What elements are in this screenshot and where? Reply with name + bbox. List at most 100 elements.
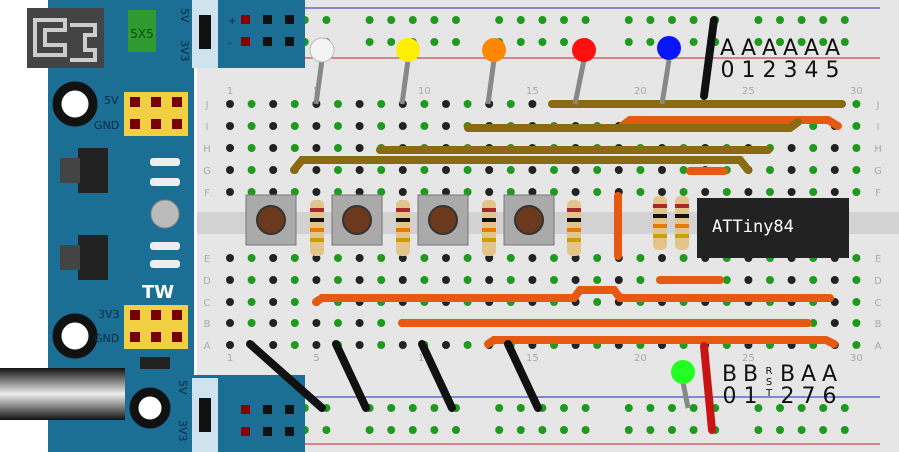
breadboard-hole[interactable] [550,254,558,262]
breadboard-hole[interactable] [334,100,342,108]
breadboard-hole[interactable] [334,144,342,152]
breadboard-hole[interactable] [463,100,472,108]
breadboard-hole[interactable] [226,100,234,108]
rail-hole[interactable] [495,16,504,24]
rail-hole[interactable] [840,404,849,412]
breadboard-hole[interactable] [787,166,796,174]
rail-hole[interactable] [581,426,590,434]
wire-black[interactable] [246,340,326,412]
breadboard-hole[interactable] [312,144,321,152]
breadboard-hole[interactable] [442,122,450,130]
breadboard-hole[interactable] [636,254,645,262]
breadboard-hole[interactable] [679,254,688,262]
wire-brown[interactable] [464,118,802,132]
breadboard-hole[interactable] [247,166,256,174]
rail-hole[interactable] [516,38,525,46]
breadboard-hole[interactable] [290,341,299,349]
breadboard-hole[interactable] [528,100,537,108]
wire-black[interactable] [418,340,456,412]
breadboard-hole[interactable] [269,166,278,174]
rail-hole[interactable] [668,426,676,434]
breadboard-hole[interactable] [442,341,450,349]
rail-hole[interactable] [668,16,676,24]
breadboard-hole[interactable] [658,254,666,262]
breadboard-hole[interactable] [593,276,602,284]
breadboard-hole[interactable] [679,166,688,174]
breadboard-hole[interactable] [312,319,321,327]
pushbutton[interactable] [417,194,469,246]
breadboard-hole[interactable] [636,166,645,174]
breadboard-hole[interactable] [679,188,688,196]
breadboard-hole[interactable] [744,188,753,196]
breadboard-hole[interactable] [766,276,774,284]
rail-hole[interactable] [581,16,590,24]
breadboard-hole[interactable] [226,254,234,262]
breadboard-hole[interactable] [528,166,537,174]
rail-hole[interactable] [560,38,568,46]
breadboard-hole[interactable] [593,188,602,196]
breadboard-hole[interactable] [571,276,580,284]
breadboard-hole[interactable] [830,144,839,152]
breadboard-hole[interactable] [312,341,321,349]
rail-hole[interactable] [365,426,374,434]
rail-hole[interactable] [646,426,655,434]
breadboard-hole[interactable] [247,188,256,196]
rail-hole[interactable] [560,404,568,412]
wire-orange[interactable] [484,336,838,348]
breadboard-hole[interactable] [809,188,818,196]
breadboard-hole[interactable] [269,188,278,196]
rail-hole[interactable] [452,38,460,46]
rail-hole[interactable] [840,16,849,24]
breadboard-hole[interactable] [852,254,861,262]
breadboard-hole[interactable] [550,166,558,174]
breadboard-hole[interactable] [226,276,234,284]
breadboard-hole[interactable] [830,166,839,174]
breadboard-hole[interactable] [614,276,623,284]
rail-hole[interactable] [624,404,633,412]
breadboard-hole[interactable] [290,319,299,327]
breadboard-hole[interactable] [355,341,364,349]
pushbutton[interactable] [503,194,555,246]
rail-hole[interactable] [776,16,784,24]
breadboard-hole[interactable] [442,100,450,108]
breadboard-hole[interactable] [658,188,666,196]
breadboard-hole[interactable] [852,188,861,196]
breadboard-hole[interactable] [550,188,558,196]
breadboard-hole[interactable] [528,188,537,196]
breadboard-hole[interactable] [377,122,386,130]
rail-hole[interactable] [840,426,849,434]
rail-hole[interactable] [797,426,806,434]
breadboard-hole[interactable] [269,122,278,130]
breadboard-hole[interactable] [247,100,256,108]
breadboard-hole[interactable] [247,319,256,327]
breadboard-hole[interactable] [852,144,861,152]
rail-hole[interactable] [495,426,504,434]
breadboard-hole[interactable] [226,341,234,349]
wire-brown[interactable] [290,156,752,174]
rail-hole[interactable] [689,38,698,46]
rail-hole[interactable] [387,404,396,412]
rail-hole[interactable] [387,426,396,434]
rail-hole[interactable] [538,16,547,24]
breadboard-hole[interactable] [269,100,278,108]
rail-hole[interactable] [322,16,331,24]
rail-hole[interactable] [452,426,460,434]
breadboard-hole[interactable] [852,166,861,174]
breadboard-hole[interactable] [398,188,407,196]
breadboard-hole[interactable] [506,100,515,108]
breadboard-hole[interactable] [247,298,256,306]
breadboard-hole[interactable] [636,276,645,284]
rail-hole[interactable] [754,16,763,24]
breadboard-hole[interactable] [506,276,515,284]
breadboard-hole[interactable] [269,144,278,152]
rail-hole[interactable] [797,16,806,24]
breadboard-hole[interactable] [355,122,364,130]
rail-hole[interactable] [797,404,806,412]
breadboard-hole[interactable] [247,122,256,130]
rail-hole[interactable] [365,38,374,46]
breadboard-hole[interactable] [334,319,342,327]
rail-hole[interactable] [689,426,698,434]
breadboard-hole[interactable] [442,254,450,262]
breadboard-hole[interactable] [485,188,494,196]
rail-hole[interactable] [560,16,568,24]
